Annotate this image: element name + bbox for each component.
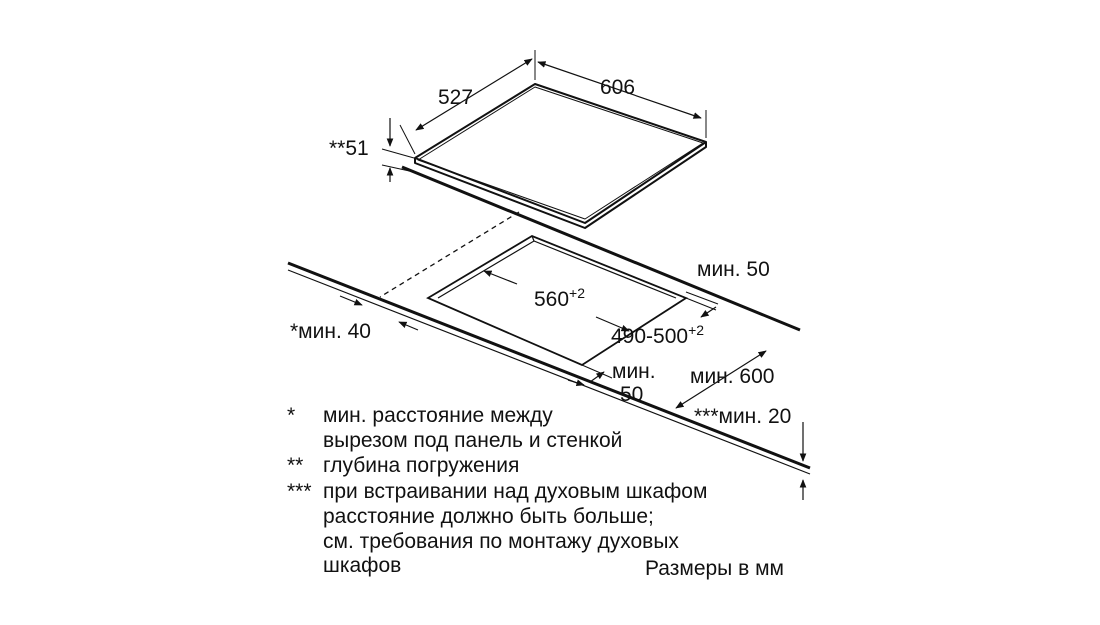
- dim-min50-back-ext: [685, 291, 719, 305]
- worktop: [287, 165, 811, 475]
- dim-490-500-label: 490-500+2: [611, 322, 704, 348]
- dim-min50-back-label: мин. 50: [697, 258, 770, 281]
- dim-min600-arrow: [675, 350, 767, 409]
- note-2-line-1: глубина погружения: [323, 454, 520, 477]
- note-3-line-2: расстояние должно быть больше;: [323, 505, 654, 528]
- note-2-mark: **: [287, 454, 304, 477]
- dim-490-500: [581, 297, 717, 383]
- note-3-line-4: шкафов: [323, 554, 402, 577]
- dim-560-label: 560+2: [534, 285, 585, 311]
- note-1-line-2: вырезом под панель и стенкой: [323, 429, 623, 452]
- projection-line: [379, 211, 520, 298]
- dim-606: [537, 61, 707, 138]
- dim-min600-label: мин. 600: [690, 365, 774, 388]
- dim-min40-label: *мин. 40: [290, 320, 371, 343]
- dim-min40: [339, 295, 419, 331]
- units-label: Размеры в мм: [645, 557, 784, 580]
- note-1-mark: *: [287, 404, 296, 427]
- dim-min50-front-label-2: 50: [620, 383, 643, 406]
- dim-527: [399, 50, 536, 155]
- dim-527-label: 527: [438, 86, 473, 109]
- dim-560-arrow-left: [483, 270, 518, 285]
- note-3-line-3: см. требования по монтажу духовых: [323, 530, 679, 553]
- dim-min50-front-label-1: мин.: [612, 360, 656, 383]
- dim-51-label: **51: [329, 137, 369, 160]
- dim-min50-front-arrow: [567, 379, 585, 386]
- dim-51: [381, 118, 415, 182]
- dim-min20-label: ***мин. 20: [694, 405, 791, 428]
- note-1-line-1: мин. расстояние между: [323, 404, 553, 427]
- dim-606-label: 606: [600, 76, 635, 99]
- note-3-line-1: при встраивании над духовым шкафом: [323, 480, 708, 503]
- dim-560-arrow-right: [595, 316, 630, 332]
- note-3-mark: ***: [287, 480, 312, 503]
